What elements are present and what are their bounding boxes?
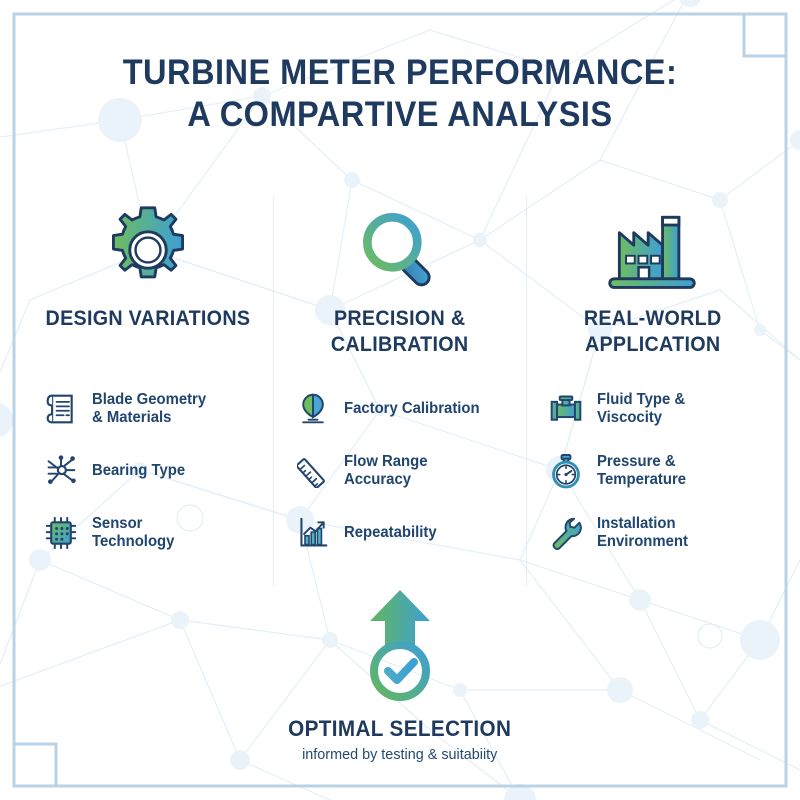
list-item[interactable]: Repeatability: [296, 502, 517, 564]
column-design-variations: DESIGN VARIATIONS: [22, 196, 273, 586]
list-item-label: Flow Range Accuracy: [344, 453, 428, 488]
list-item-label: Repeatability: [344, 524, 437, 541]
wrench-icon: [549, 514, 583, 552]
list-item[interactable]: Bearing Type: [44, 440, 265, 502]
microchip-icon: [44, 514, 78, 552]
document-scroll-icon: [44, 390, 78, 428]
stopwatch-icon: [549, 452, 583, 490]
list-item[interactable]: Factory Calibration: [296, 378, 517, 440]
gear-icon: [100, 196, 196, 304]
list-item[interactable]: Fluid Type & Viscocity: [549, 378, 770, 440]
column-items: Blade Geometry & Materials: [30, 378, 265, 564]
list-item[interactable]: Installation Environment: [549, 502, 770, 564]
column-real-world-application: REAL-WORLD APPLICATION: [525, 196, 778, 586]
list-item-label: Installation Environment: [596, 515, 688, 550]
list-item[interactable]: Blade Geometry & Materials: [44, 378, 265, 440]
arrow-up-check-circle-icon: [346, 588, 454, 706]
optimal-selection-block: OPTIMAL SELECTION informed by testing & …: [0, 588, 800, 763]
list-item-label: Sensor Technology: [92, 515, 175, 550]
list-item-label: Pressure & Temperature: [596, 453, 686, 488]
page-title: TURBINE METER PERFORMANCE: A COMPARTIVE …: [0, 52, 800, 136]
ruler-icon: [296, 452, 330, 490]
flow-valve-icon: [549, 390, 583, 428]
list-item-label: Bearing Type: [92, 462, 186, 479]
optimal-selection-title: OPTIMAL SELECTION: [288, 716, 512, 741]
column-heading: REAL-WORLD APPLICATION: [583, 307, 722, 356]
optimal-selection-subtitle: informed by testing & suitabiity: [302, 746, 498, 763]
column-heading: DESIGN VARIATIONS: [45, 307, 251, 330]
network-node-icon: [44, 452, 78, 490]
list-item-label: Factory Calibration: [344, 400, 480, 417]
balloon-pin-icon: [296, 390, 330, 428]
factory-icon: [602, 196, 702, 304]
growth-chart-icon: [296, 514, 330, 552]
title-line-1: TURBINE METER PERFORMANCE:: [122, 53, 678, 92]
column-items: Fluid Type & Viscocity: [535, 378, 770, 564]
column-heading: PRECISION & CALIBRATION: [331, 307, 469, 356]
magnifier-icon: [352, 196, 448, 304]
list-item-label: Blade Geometry & Materials: [92, 391, 207, 426]
list-item[interactable]: Sensor Technology: [44, 502, 265, 564]
column-items: Factory Calibration: [282, 378, 517, 564]
column-precision-calibration: PRECISION & CALIBRATION Factory Calibrat…: [273, 196, 525, 586]
list-item-label: Fluid Type & Viscocity: [596, 391, 685, 426]
list-item[interactable]: Flow Range Accuracy: [296, 440, 517, 502]
list-item[interactable]: Pressure & Temperature: [549, 440, 770, 502]
title-line-2: A COMPARTIVE ANALYSIS: [187, 95, 613, 134]
columns-container: DESIGN VARIATIONS: [22, 196, 778, 586]
